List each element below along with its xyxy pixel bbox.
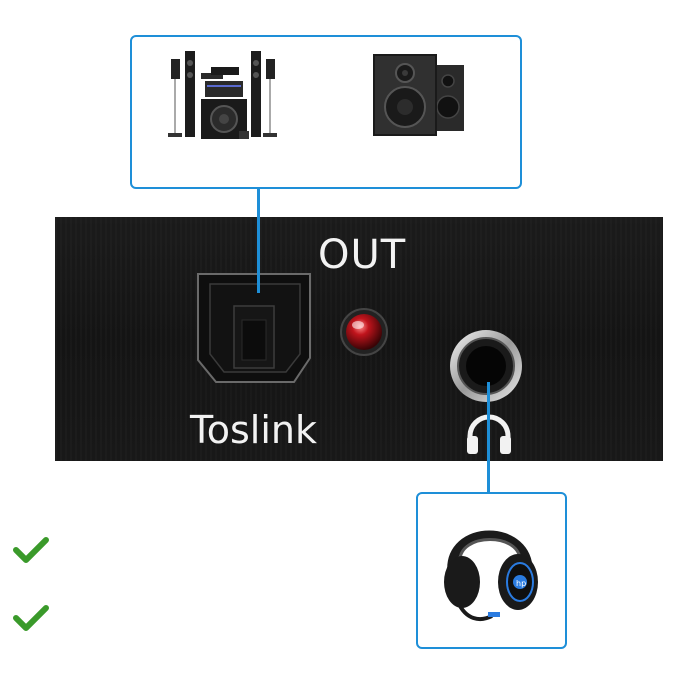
check-mark-icon [13, 605, 49, 631]
home-theater-speakers-icon [168, 51, 277, 139]
connector-line-bottom [487, 382, 490, 492]
toslink-label: Toslink [190, 408, 318, 452]
gaming-headset-icon: hp [444, 530, 538, 621]
headphone-jack [450, 330, 522, 402]
toslink-port [197, 273, 311, 383]
speaker-callout [130, 35, 522, 189]
connector-line-top [257, 187, 260, 293]
status-led [340, 308, 388, 356]
svg-text:hp: hp [516, 579, 526, 588]
headphone-callout: hp [416, 492, 567, 649]
bookshelf-speakers-icon [373, 54, 464, 136]
check-mark-icon [13, 537, 49, 563]
out-label: OUT [318, 232, 407, 278]
